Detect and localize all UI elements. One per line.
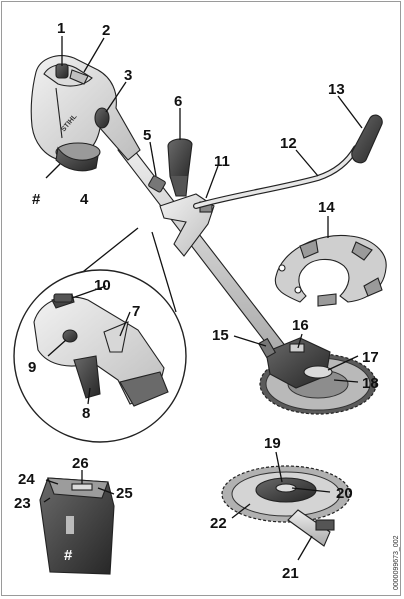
callout-16: 16 <box>292 317 309 334</box>
callout-2: 2 <box>102 22 110 39</box>
lockout-9 <box>62 329 78 343</box>
callout-22: 22 <box>210 515 227 532</box>
callout-5: 5 <box>143 127 151 144</box>
callout-13: 13 <box>328 81 345 98</box>
slider-7 <box>103 321 129 353</box>
callout-14: 14 <box>318 199 335 216</box>
detail-view <box>13 227 187 443</box>
callout-11: 11 <box>214 153 230 170</box>
thrust-washer-17 <box>303 365 333 379</box>
callout-3: 3 <box>124 67 132 84</box>
handlebar-12 <box>193 145 359 209</box>
callout-21: 21 <box>282 565 299 582</box>
shaft-21 <box>287 509 335 547</box>
control-button-2 <box>69 69 89 85</box>
shaft-end-15 <box>257 337 277 359</box>
callout-24: 24 <box>18 471 35 488</box>
throttle-trigger-8 <box>73 355 101 399</box>
callout-4: 4 <box>80 191 89 208</box>
switch-3 <box>94 107 110 129</box>
callout-19: 19 <box>264 435 281 452</box>
battery-pack <box>39 477 115 575</box>
callouts: 1 2 3 4 5 6 7 8 9 10 11 12 13 14 15 16 1… <box>14 20 379 582</box>
figure-code: 0000099673_002 <box>393 535 400 590</box>
control-button-1 <box>55 63 69 79</box>
callout-18: 18 <box>362 375 379 392</box>
callout-20: 20 <box>336 485 353 502</box>
leader-lines <box>43 36 363 561</box>
callout-12: 12 <box>280 135 297 152</box>
callout-9: 9 <box>28 359 36 376</box>
handle-grip-13 <box>351 114 383 164</box>
callout-10: 10 <box>94 277 111 294</box>
callout-23: 23 <box>14 495 31 512</box>
callout-8: 8 <box>82 405 90 422</box>
rear-cover-4 <box>55 146 99 172</box>
lock-lever-5 <box>148 175 166 193</box>
callout-hash-tool: # <box>32 191 41 208</box>
deflector-14 <box>274 234 387 307</box>
callout-15: 15 <box>212 327 229 344</box>
callout-7: 7 <box>132 303 140 320</box>
callout-6: 6 <box>174 93 182 110</box>
callout-hash-battery: # <box>64 547 73 564</box>
button-10 <box>53 293 73 303</box>
callout-25: 25 <box>116 485 133 502</box>
callout-1: 1 <box>57 20 65 37</box>
control-handle-6 <box>167 138 193 197</box>
callout-17: 17 <box>362 349 379 366</box>
callout-26: 26 <box>72 455 89 472</box>
